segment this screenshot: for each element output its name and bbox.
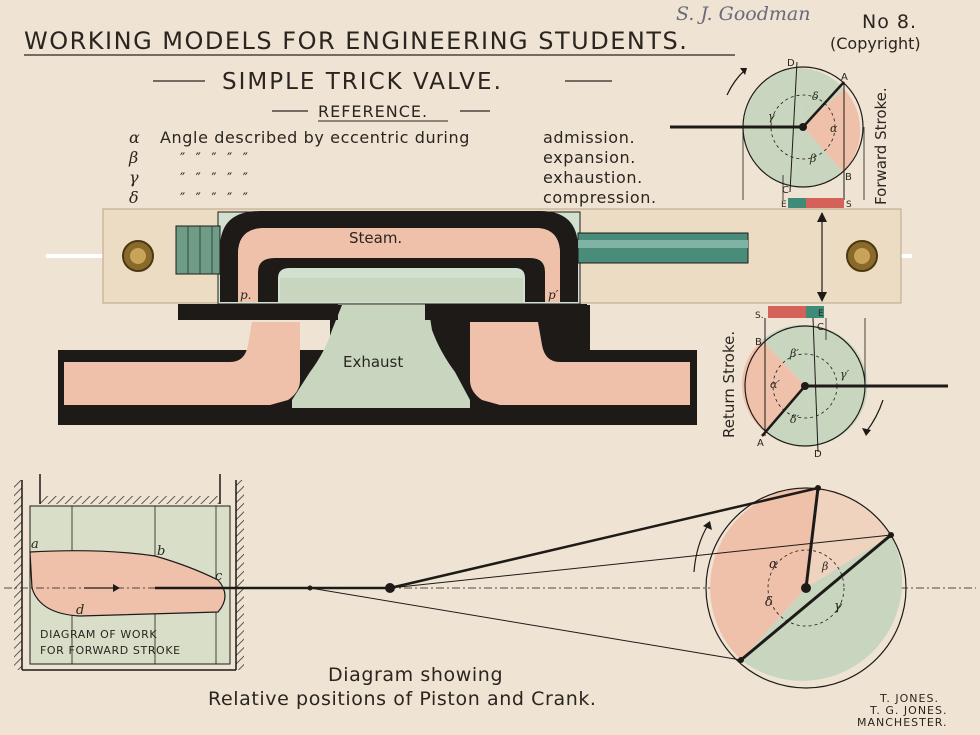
caption-line-1: Diagram showing [328,664,503,686]
ret-greek-beta: β′ [789,347,799,360]
main-title: WORKING MODELS FOR ENGINEERING STUDENTS. [24,27,688,55]
work-diagram-title-1: DIAGRAM OF WORK [40,628,157,641]
work-point-c: c [215,569,223,584]
fwd-greek-delta: δ [812,90,819,103]
publisher-line-3: MANCHESTER. [857,716,948,729]
caption-line-2: Relative positions of Piston and Crank. [208,688,597,710]
fwd-point-c: C [782,185,789,196]
subtitle-block: SIMPLE TRICK VALVE. REFERENCE. [153,69,612,122]
publisher: T. JONES. T. G. JONES. MANCHESTER. [857,692,948,729]
crank-greek-beta: β [821,560,828,573]
ref-term-gamma: exhaustion. [543,168,643,187]
work-point-a: a [31,537,39,552]
steam-chamber [238,228,560,302]
crank-greek-delta: δ [765,595,773,610]
ret-greek-delta: δ′ [790,413,800,426]
ref-symbol-beta: β [128,148,138,167]
slide-strip: Steam. p. p′ [46,208,912,305]
fwd-point-d: D [787,58,795,69]
crank-rotation-arrow-icon [693,524,709,573]
ret-greek-gamma: γ′ [840,368,850,381]
fwd-greek-beta: β [809,152,816,165]
ref-ditto-beta: ″ ″ ″ ″ ″ [180,151,251,167]
crosshead-pin [385,583,395,593]
ret-point-b: B [755,337,762,348]
port-label-left: p. [240,288,252,302]
forward-stroke-label: Forward Stroke. [872,87,890,205]
crank-diagram: α β γ δ [4,485,976,689]
steam-label: Steam. [349,229,402,247]
work-point-d: d [76,603,84,618]
reference-table: α Angle described by eccentric during ad… [128,128,657,207]
fwd-point-s: S [846,200,852,210]
fwd-point-a: A [841,72,848,83]
ret-point-c: C [817,322,824,333]
caption: Diagram showing Relative positions of Pi… [208,664,597,710]
return-stroke-diagram: S. E B C A D α′ β′ γ′ δ′ Return Stroke. [720,306,948,460]
ret-greek-alpha: α′ [770,378,780,391]
work-point-b: b [157,544,165,559]
subtitle: SIMPLE TRICK VALVE. [222,69,503,95]
gland-nut [175,225,221,275]
exhaust-lap-forward [788,198,806,208]
publisher-line-1: T. JONES. [879,692,939,705]
fwd-greek-alpha: α [830,122,838,135]
header: WORKING MODELS FOR ENGINEERING STUDENTS.… [24,3,921,56]
ref-symbol-alpha: α [129,128,140,147]
crank-shaft [801,583,811,593]
crank-circle [705,487,907,689]
exhaust-passage [292,305,470,408]
forward-stroke-diagram: D A C B E S α β γ δ Forward Stroke. [670,58,890,210]
left-steam-port [64,322,300,405]
ref-ditto-delta: ″ ″ ″ ″ ″ [180,191,251,207]
fwd-point-b: B [845,172,852,183]
ret-point-s: S. [755,311,764,321]
return-stroke-label: Return Stroke. [720,331,738,438]
valve-section [58,304,697,425]
ref-text-alpha: Angle described by eccentric during [160,128,470,147]
right-steam-port [470,322,690,405]
ref-term-delta: compression. [543,188,657,207]
ref-symbol-delta: δ [129,188,139,207]
plate-number: No 8. [862,11,917,33]
indicator-card-curve [29,550,226,617]
ret-point-d: D [814,449,822,460]
ref-ditto-gamma: ″ ″ ″ ″ ″ [180,171,251,187]
exhaust-label: Exhaust [343,353,403,371]
ref-term-alpha: admission. [543,128,635,147]
fwd-greek-gamma: γ [768,110,775,123]
ref-symbol-gamma: γ [129,168,139,187]
connecting-rod [389,486,819,590]
work-diagram: a b c d DIAGRAM OF WORK FOR FORWARD STRO… [14,474,244,671]
port-label-right: p′ [548,288,559,302]
return-rotation-arrow-icon [865,399,884,433]
fwd-point-e: E [781,200,787,210]
ref-term-beta: expansion. [543,148,636,167]
publisher-line-2: T. G. JONES. [869,704,947,717]
crank-greek-gamma: γ [834,599,842,614]
reference-heading: REFERENCE. [318,102,428,121]
work-diagram-title-2: FOR FORWARD STROKE [40,644,181,657]
ret-point-a: A [757,438,764,449]
exhaust-lap-return [806,306,824,318]
steam-lap-forward [806,198,844,208]
ret-point-e: E [818,309,824,319]
rotation-arrow-icon [726,69,746,96]
copyright-note: (Copyright) [830,34,921,53]
crank-greek-alpha: α [769,557,778,572]
valve-cavity [280,278,523,302]
valve-shell [220,211,578,302]
steam-lap-return [768,306,806,318]
handwritten-signature: S. J. Goodman [676,3,810,25]
